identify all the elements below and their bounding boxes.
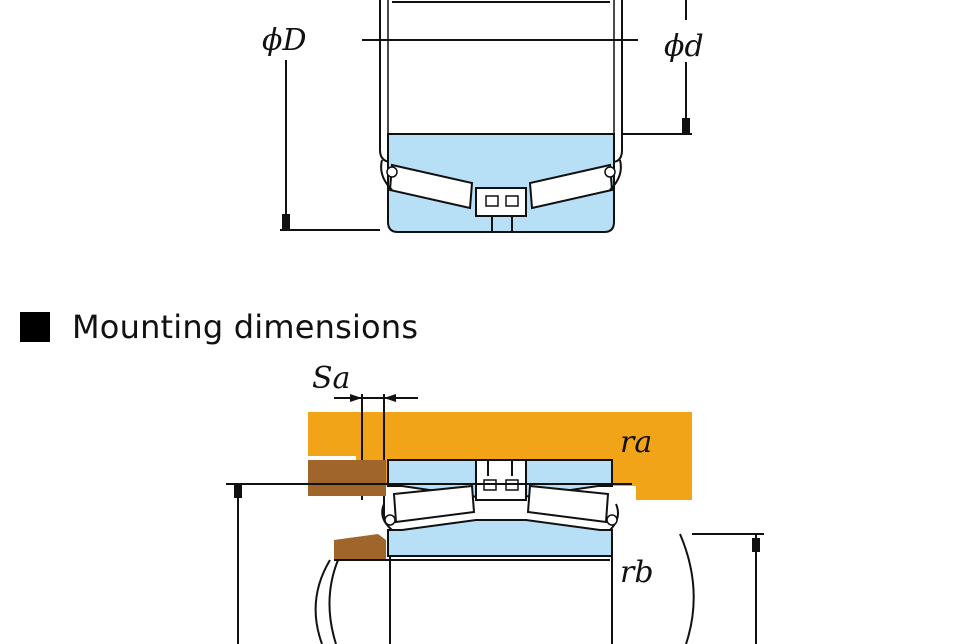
right-roller [528, 163, 614, 210]
square-bullet-icon [20, 312, 50, 342]
mounted-right-roller [526, 484, 610, 524]
sa-label: Sa [312, 361, 350, 396]
upper-spacer [308, 460, 386, 496]
center-spacer [475, 187, 527, 232]
inner-race-area [387, 133, 615, 233]
outer-diameter-label: ϕD [262, 23, 307, 58]
shaft [314, 533, 695, 644]
mounting-dimensions-heading: Mounting dimensions [20, 304, 418, 350]
rb-label: rb [620, 555, 654, 590]
bore-diameter-label: ϕd [664, 29, 704, 64]
housing-shoulder-dimension [226, 483, 632, 644]
mounted-inner-race [387, 519, 613, 557]
housing [308, 412, 692, 500]
shaft-shoulder-dimension [692, 533, 764, 644]
mounting-dimensions-title: Mounting dimensions [72, 308, 419, 346]
bore-diameter-dimension [622, 0, 692, 135]
lower-spacer [334, 534, 386, 560]
mounted-left-roller [392, 484, 476, 524]
left-roller [388, 163, 474, 210]
outer-diameter-dimension [280, 60, 380, 231]
ra-label: ra [620, 425, 652, 460]
top-bearing-diagram: ϕD ϕd [262, 0, 704, 233]
mounting-diagram: Sa [226, 361, 764, 644]
mounted-center-spacer [475, 459, 527, 501]
